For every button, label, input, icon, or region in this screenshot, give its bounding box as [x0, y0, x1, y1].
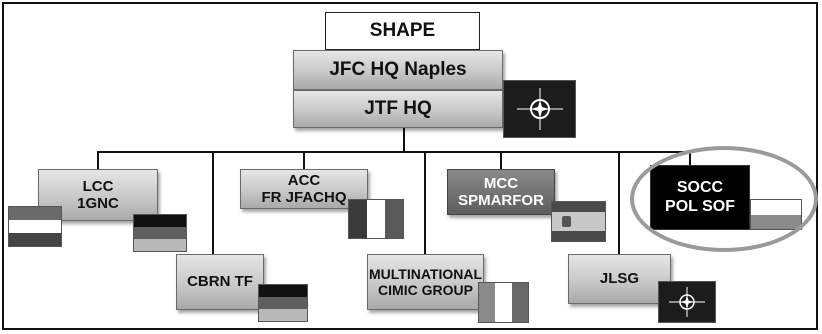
nato-emblem-icon: [658, 281, 716, 323]
it-flag-icon: [478, 282, 529, 323]
drop-mcc: [500, 151, 502, 169]
jfc-hq-naples-box: JFC HQ Naples: [293, 50, 503, 90]
drop-jlsg: [618, 151, 620, 254]
nl-flag-icon: [8, 206, 62, 247]
drop-cbrn: [212, 151, 214, 254]
mcc-box: MCC SPMARFOR: [447, 169, 555, 215]
jlsg-box: JLSG: [568, 254, 671, 304]
jtf-hq-box: JTF HQ: [293, 90, 503, 128]
socc-highlight-ellipse: [630, 146, 818, 252]
drop-lcc: [97, 151, 99, 169]
diagram-frame: [2, 2, 818, 330]
nato-emblem-icon: [503, 80, 576, 138]
trunk-line: [403, 128, 405, 152]
horizontal-bus: [97, 151, 691, 153]
mcc-label: MCC SPMARFOR: [458, 174, 544, 209]
cbrn-tf-box: CBRN TF: [176, 254, 264, 310]
de-flag-icon: [133, 214, 187, 252]
lcc-label: LCC 1GNC: [77, 177, 119, 212]
cimic-label: MULTINATIONAL CIMIC GROUP: [368, 265, 482, 298]
cimic-group-box: MULTINATIONAL CIMIC GROUP: [367, 254, 484, 310]
fr-flag-icon: [348, 199, 404, 239]
de-flag-icon: [258, 284, 308, 322]
acc-label: ACC FR JFACHQ: [261, 171, 347, 206]
acc-box: ACC FR JFACHQ: [240, 169, 368, 209]
es-flag-icon: [551, 201, 606, 242]
shape-box: SHAPE: [325, 12, 480, 50]
drop-cimic: [424, 151, 426, 254]
drop-acc: [303, 151, 305, 169]
